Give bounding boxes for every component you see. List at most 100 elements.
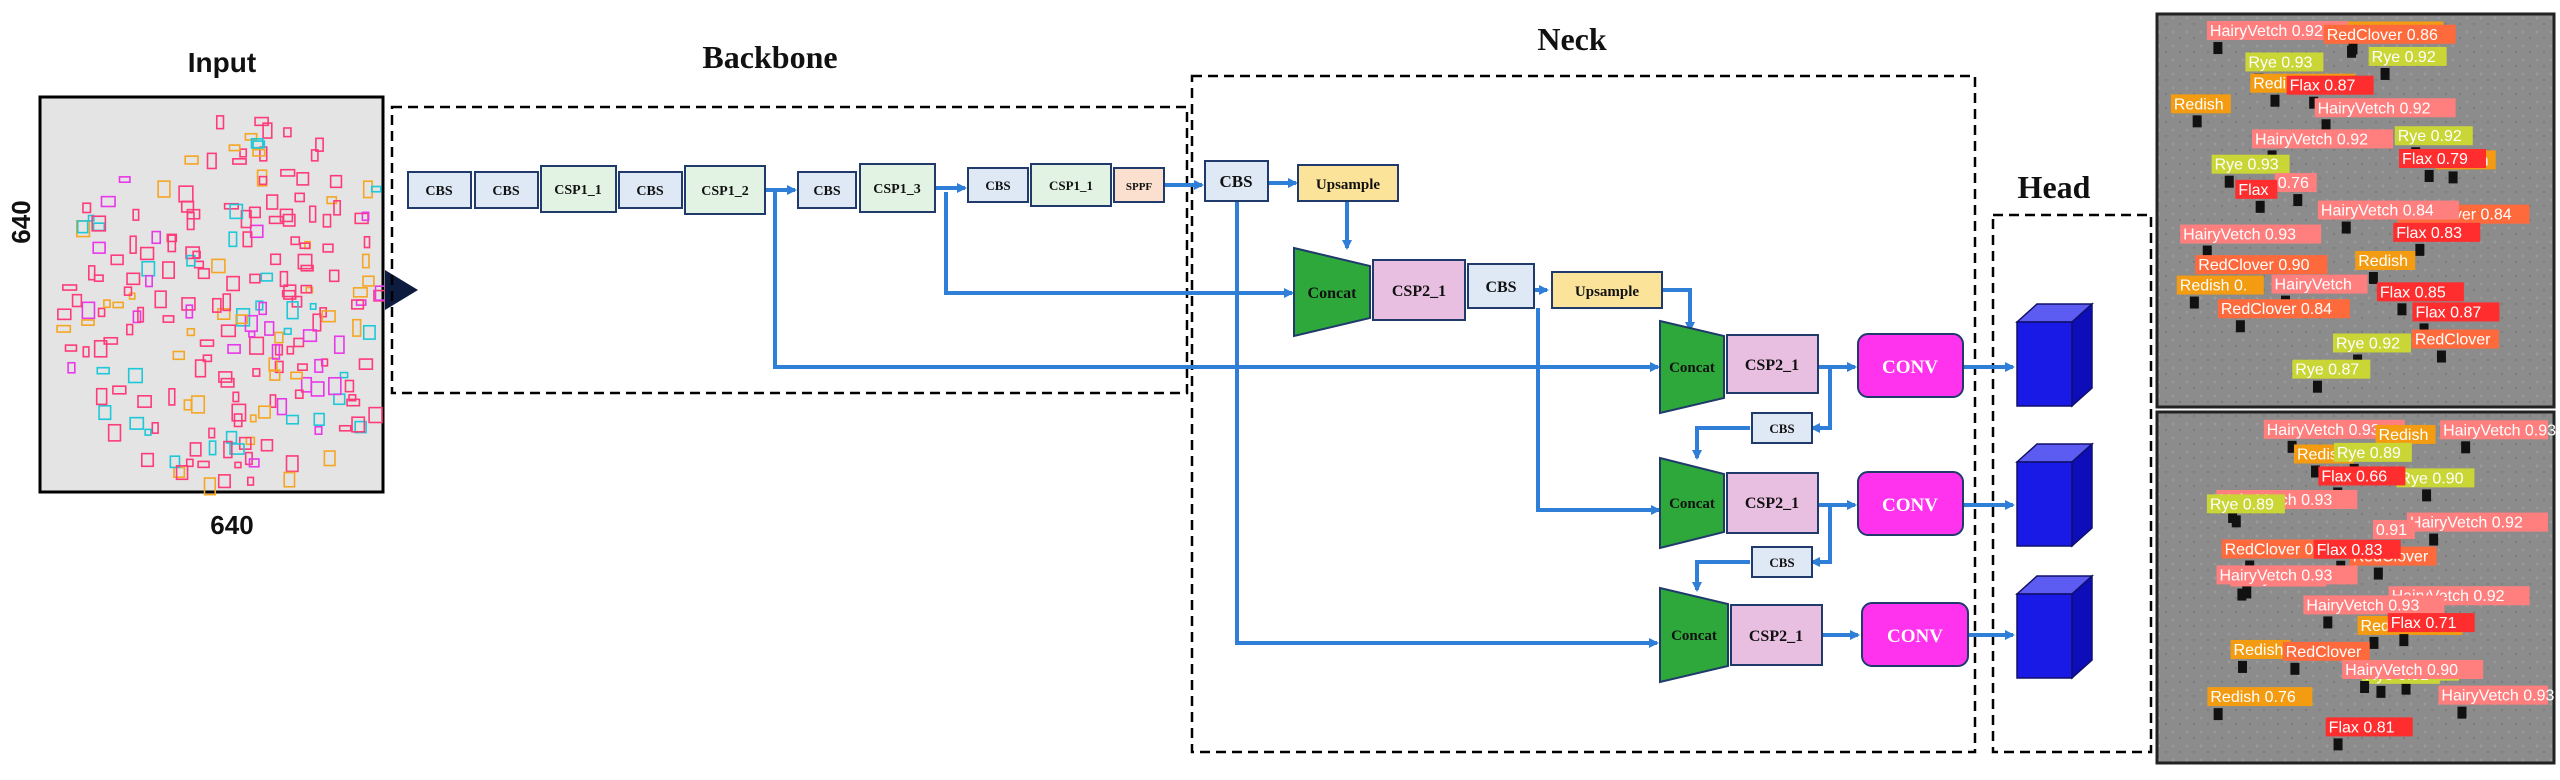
detected-seed (2321, 119, 2331, 132)
backbone-block-8: CBS (967, 167, 1029, 203)
annotation-box (91, 215, 107, 232)
annotation-box (352, 318, 362, 337)
output-cube-1 (2015, 302, 2094, 408)
arrow-up2-concat2 (1662, 288, 1695, 332)
annotation-box (368, 406, 383, 424)
annotation-box (333, 200, 342, 216)
detected-seed (2360, 681, 2370, 694)
detection-tag (2332, 333, 2411, 353)
svg-text:CBS: CBS (1485, 279, 1516, 296)
annotation-box (190, 395, 206, 414)
annotation-box (271, 343, 281, 360)
annotation-box (339, 371, 349, 379)
annotation-box (62, 284, 78, 291)
detected-seed (2255, 200, 2265, 213)
annotation-box (132, 208, 140, 221)
annotation-box (127, 367, 143, 384)
detection-tag (2217, 299, 2350, 319)
annotation-box (348, 394, 357, 402)
annotation-box (250, 138, 264, 149)
svg-text:Upsample: Upsample (1575, 284, 1640, 300)
annotation-box (260, 272, 274, 282)
annotation-box (299, 242, 311, 250)
detection-tag (2245, 52, 2324, 72)
detected-seed (2202, 245, 2212, 258)
detection-tag (2318, 466, 2406, 486)
backbone-block-1: CBS (407, 171, 472, 209)
annotation-box (139, 246, 155, 261)
annotation-box (144, 428, 152, 436)
annotation-box (286, 345, 295, 355)
detected-seed (2461, 441, 2471, 454)
neck-concat-1: Concat (1293, 246, 1371, 338)
annotation-box (132, 310, 142, 324)
detection-label: RedClover 0.84 (2221, 301, 2332, 318)
annotation-box (222, 293, 232, 312)
neck-upsample-2: Upsample (1551, 271, 1663, 309)
svg-text:Concat: Concat (1669, 360, 1715, 376)
detection-label: Redish (2379, 427, 2429, 444)
annotation-box (322, 213, 332, 228)
detection-label: HairyVetch 0.90 (2345, 662, 2458, 679)
annotation-box (81, 301, 96, 320)
detection-tag (2412, 302, 2500, 322)
annotation-box (294, 389, 304, 399)
detected-seed (2380, 67, 2390, 80)
detected-seed (2369, 636, 2379, 649)
detection-label: RedClover 0.90 (2198, 257, 2309, 274)
annotation-box (186, 327, 196, 337)
annotation-box (96, 366, 110, 375)
annotation-box (223, 440, 233, 459)
annotation-box (242, 231, 253, 248)
svg-text:CSP1_2: CSP1_2 (701, 184, 748, 199)
annotation-box (229, 443, 245, 455)
input-height-label: 640 (6, 200, 36, 243)
svg-text:CSP1_1: CSP1_1 (1049, 178, 1093, 193)
annotation-box (276, 397, 288, 416)
annotation-box (252, 368, 261, 377)
arrow-csp23-cbsdown2 (1810, 505, 1832, 567)
detection-tag (2207, 687, 2313, 707)
annotation-box (103, 299, 111, 309)
detected-seed (2373, 567, 2383, 580)
detection-tag (2286, 75, 2374, 95)
neck-cbs-mid: CBS (1467, 263, 1535, 309)
annotation-box (283, 284, 297, 300)
svg-text:Concat: Concat (1671, 628, 1717, 644)
annotation-box (297, 363, 308, 371)
annotation-box (234, 461, 242, 469)
detected-seed (2448, 171, 2458, 184)
detection-label: RedClover 0.83 (2225, 542, 2336, 559)
annotation-box (361, 211, 370, 222)
detected-seed (2231, 515, 2241, 528)
annotation-box (296, 172, 310, 186)
annotation-box (233, 413, 243, 428)
annotation-box (239, 148, 248, 158)
annotation-box (235, 314, 249, 325)
annotation-box (290, 371, 303, 380)
annotation-box (280, 168, 296, 177)
annotation-box (283, 471, 296, 488)
input-title: Input (188, 47, 256, 78)
annotation-box (126, 272, 141, 286)
detection-tag (2333, 442, 2412, 462)
backbone-blocks: CBS CBS CSP1_1 CBS CSP1_2 CBS CSP1_3 CB (407, 163, 1165, 215)
annotation-box (319, 307, 327, 318)
annotation-box (268, 215, 284, 225)
detection-tag (2274, 173, 2317, 193)
annotation-box (258, 405, 271, 419)
annotation-box (344, 379, 355, 393)
input-width-label: 640 (210, 510, 253, 540)
detection-tag (2396, 468, 2475, 488)
svg-text:Concat: Concat (1308, 285, 1358, 302)
annotation-box (137, 395, 152, 408)
detection-label: Rye 0.93 (2248, 54, 2312, 71)
annotation-box (232, 158, 247, 165)
arrow-cbs-concat4 (1235, 201, 1659, 648)
neck-cbs-down-2: CBS (1751, 546, 1813, 578)
annotation-box (185, 458, 194, 468)
detection-tag (2313, 539, 2401, 559)
detection-label: HairyVetch 0.93 (2267, 422, 2380, 439)
annotation-box (202, 354, 213, 363)
